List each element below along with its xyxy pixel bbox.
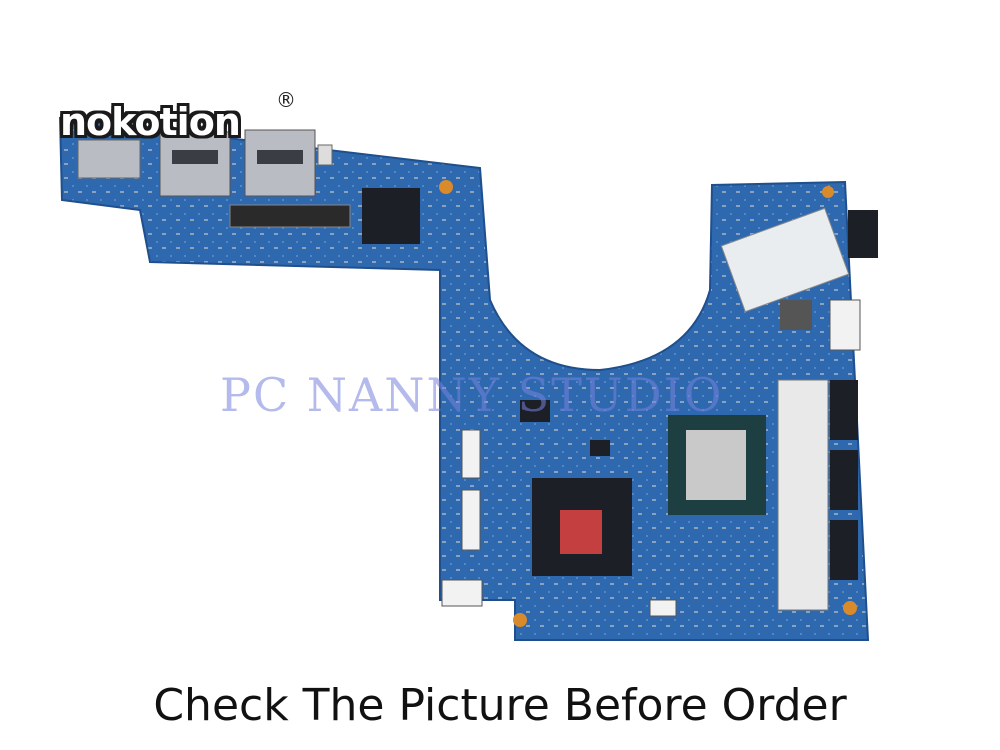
brand-logo: nokotion — [60, 100, 241, 144]
watermark-text: PC NANNY STUDIO — [220, 368, 724, 422]
battery-connector — [441, 579, 483, 607]
controller-chip — [362, 188, 420, 244]
ribbon-connector — [229, 204, 351, 228]
fpc-connector-1 — [461, 429, 481, 479]
card-reader-slot — [77, 139, 141, 179]
power-connector — [829, 299, 861, 351]
memory-chips — [777, 379, 829, 611]
qr-sticker — [720, 207, 850, 313]
cpu-die — [686, 430, 746, 500]
audio-jack — [848, 210, 878, 258]
laptop-motherboard-image — [58, 116, 878, 641]
fpc-connector-2 — [461, 489, 481, 551]
caption-text: Check The Picture Before Order — [153, 680, 847, 731]
small-connector — [317, 144, 333, 166]
pcb-board — [58, 116, 870, 641]
registered-mark: ® — [276, 88, 296, 112]
